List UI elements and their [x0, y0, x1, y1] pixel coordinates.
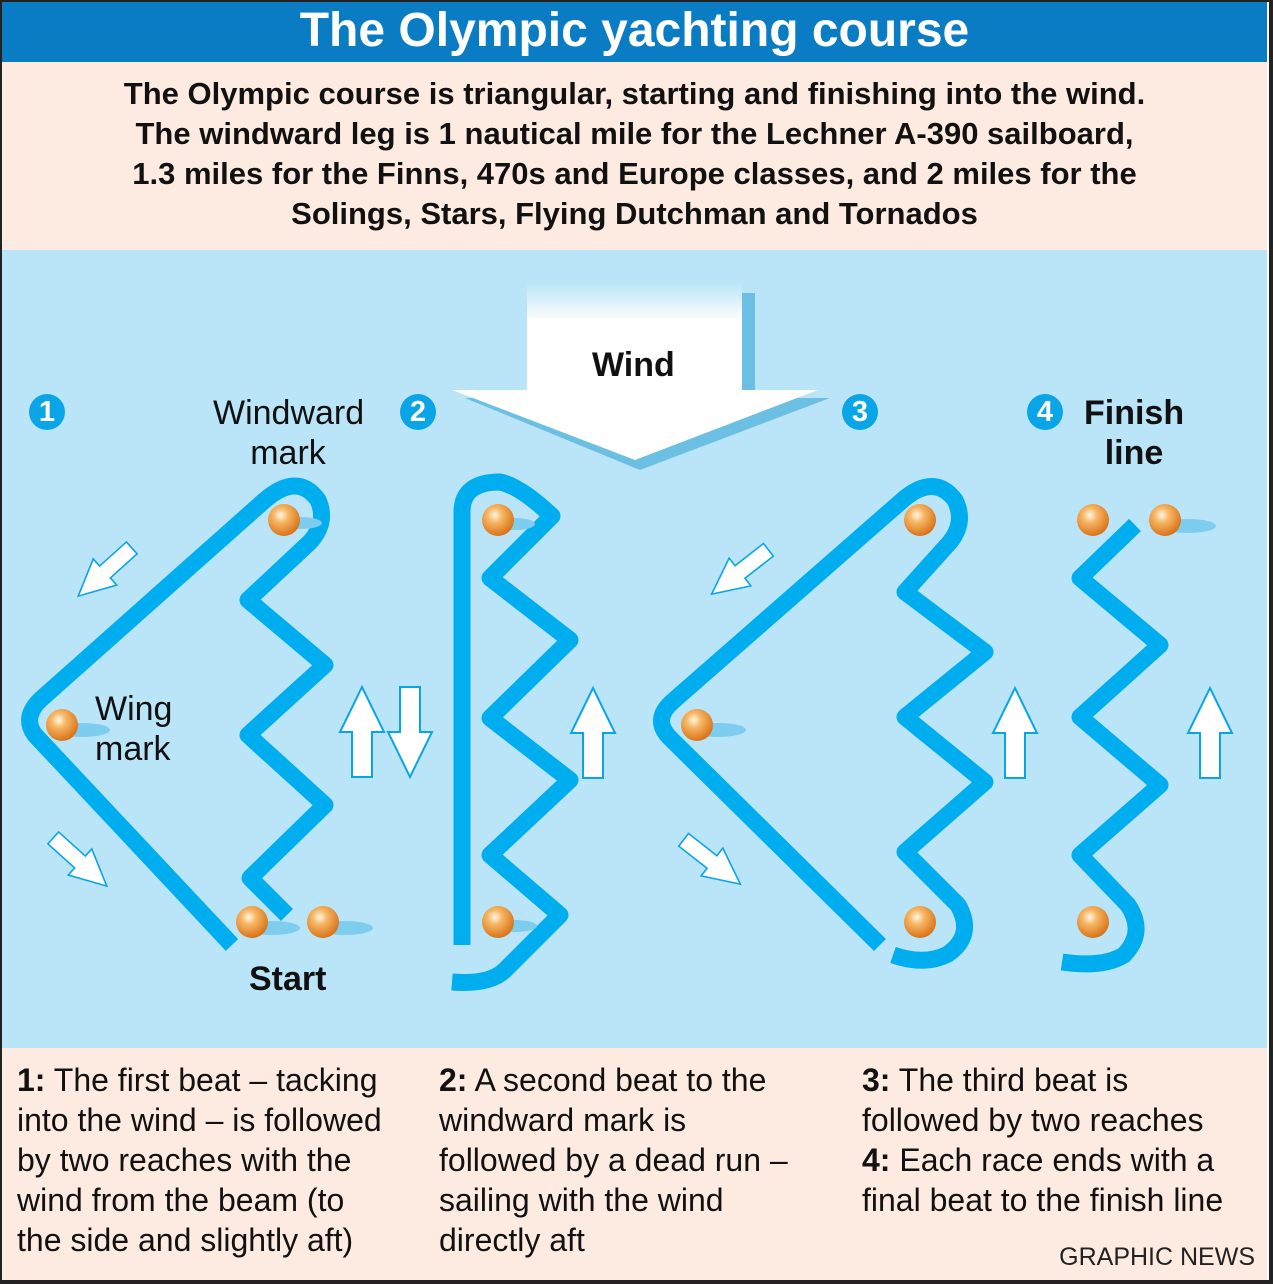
course-1-path — [21, 477, 334, 951]
arrow-up-icon — [1187, 687, 1233, 779]
caption-number: 2: — [439, 1062, 468, 1098]
wing-mark-label: Wing mark — [95, 689, 172, 769]
step-badge-1: 1 — [29, 394, 65, 430]
step-badge-4: 4 — [1027, 394, 1063, 430]
finish-line-label: Finish line — [1084, 393, 1184, 473]
caption-line: The first beat – tacking — [45, 1062, 378, 1098]
buoy-icon — [46, 709, 110, 741]
caption-line: by two reaches with the — [17, 1142, 352, 1178]
captions: 1: The first beat – tacking into the win… — [2, 1048, 1267, 1280]
buoy-icon — [904, 504, 936, 536]
buoy-icon — [904, 906, 936, 938]
direction-arrows — [40, 534, 1233, 900]
arrow-down-icon — [387, 686, 433, 778]
buoy-icon — [1077, 504, 1109, 536]
caption-line: sailing with the wind — [439, 1182, 724, 1218]
caption-3-4: 3: The third beat is followed by two rea… — [862, 1060, 1223, 1220]
arrow-up-icon — [570, 687, 616, 779]
caption-line: wind from the beam (to — [17, 1182, 345, 1218]
caption-line: into the wind – is followed — [17, 1102, 382, 1138]
wind-arrow — [452, 283, 830, 470]
caption-line: directly aft — [439, 1222, 585, 1258]
page-title: The Olympic yachting course — [2, 2, 1267, 62]
buoy-icon — [681, 709, 746, 741]
course-3-path — [653, 478, 994, 969]
credit: GRAPHIC NEWS — [1059, 1243, 1255, 1271]
arrow-down-right-icon — [671, 825, 753, 899]
arrow-up-icon — [339, 686, 385, 778]
intro-line: The Olympic course is triangular, starti… — [123, 76, 1146, 111]
caption-1: 1: The first beat – tacking into the win… — [17, 1060, 382, 1260]
course-2-path — [451, 473, 579, 991]
caption-line: final beat to the finish line — [862, 1182, 1224, 1218]
intro-line: Solings, Stars, Flying Dutchman and Torn… — [291, 196, 978, 231]
arrow-down-left-icon — [65, 534, 145, 610]
buoy-icon — [482, 504, 535, 536]
caption-line: Each race ends with a — [890, 1142, 1215, 1178]
arrow-down-left-icon — [699, 535, 781, 609]
buoy-icon — [307, 906, 373, 938]
buoy-icon — [482, 906, 537, 938]
caption-number: 1: — [17, 1062, 46, 1098]
caption-line: The third beat is — [890, 1062, 1129, 1098]
windward-mark-label: Windward mark — [213, 393, 365, 473]
buoy-icon — [1077, 906, 1109, 938]
step-badge-2: 2 — [400, 394, 436, 430]
caption-number: 4: — [862, 1142, 891, 1178]
intro-line: The windward leg is 1 nautical mile for … — [135, 116, 1134, 151]
wind-label: Wind — [592, 346, 675, 384]
caption-number: 3: — [862, 1062, 891, 1098]
buoy-icon — [1149, 504, 1216, 536]
arrow-down-right-icon — [40, 824, 120, 900]
label-line: mark — [95, 730, 171, 768]
label-line: Wing — [95, 690, 173, 728]
label-line: Windward — [213, 394, 365, 432]
course-marks — [46, 504, 1216, 938]
caption-2: 2: A second beat to the windward mark is… — [439, 1060, 788, 1260]
intro-line: 1.3 miles for the Finns, 470s and Europe… — [132, 156, 1137, 191]
label-line: mark — [250, 434, 326, 472]
buoy-icon — [268, 504, 322, 536]
caption-line: A second beat to the — [467, 1062, 767, 1098]
intro-text: The Olympic course is triangular, starti… — [2, 62, 1267, 250]
caption-line: the side and slightly aft) — [17, 1222, 354, 1258]
caption-line: followed by two reaches — [862, 1102, 1204, 1138]
label-line: line — [1104, 434, 1164, 472]
caption-line: windward mark is — [439, 1102, 687, 1138]
step-badge-3: 3 — [842, 394, 878, 430]
buoy-icon — [236, 906, 300, 938]
caption-line: followed by a dead run – — [439, 1142, 788, 1178]
arrow-up-icon — [992, 687, 1038, 779]
start-label: Start — [249, 960, 327, 998]
course-4-path — [1060, 518, 1169, 973]
label-line: Finish — [1084, 394, 1185, 432]
